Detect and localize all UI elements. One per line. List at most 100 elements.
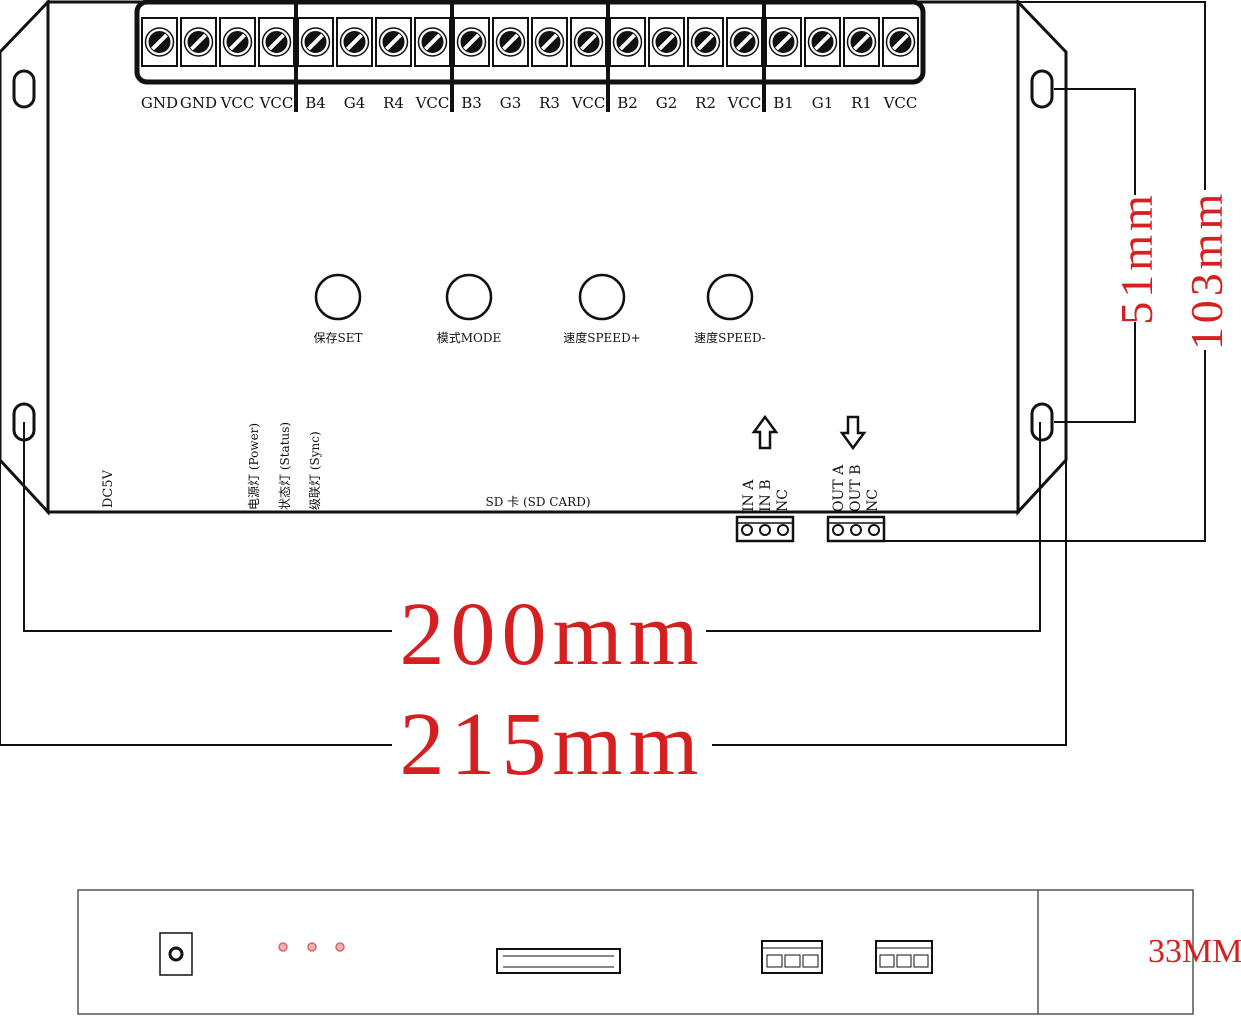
input-port-label: IN B — [758, 479, 774, 512]
button-2: 速度SPEED+ — [563, 273, 641, 345]
terminal-label: B4 — [305, 94, 326, 112]
dc-jack — [159, 932, 193, 976]
sd-card-slot — [496, 948, 621, 974]
terminal-15 — [726, 17, 763, 67]
dimension-200mm: 200mm — [399, 585, 704, 684]
terminal-11 — [570, 17, 607, 67]
terminal-label: R2 — [695, 94, 716, 112]
connector-screw-icon — [832, 524, 844, 536]
connector-screw-icon — [741, 524, 753, 536]
dimension-line-103 — [1018, 1, 1206, 190]
terminal-0 — [141, 17, 178, 67]
terminal-10 — [531, 17, 568, 67]
button-label: 速度SPEED+ — [563, 330, 641, 345]
sync-led-label: 级联灯 (Sync) — [308, 431, 322, 510]
terminal-16 — [765, 17, 802, 67]
terminal-7 — [414, 17, 451, 67]
indicator-leds — [278, 942, 345, 952]
side-output-connector — [875, 940, 933, 974]
dimension-line-200 — [706, 422, 1041, 632]
terminal-label: B1 — [773, 94, 794, 112]
push-button-icon — [314, 273, 362, 321]
input-connector — [735, 515, 795, 543]
dimension-line-51 — [1054, 88, 1136, 195]
dimension-line-200 — [23, 422, 392, 632]
mounting-slot-icon — [1030, 402, 1054, 442]
connector-screw-icon — [759, 524, 771, 536]
push-button-icon — [706, 273, 754, 321]
enclosure-side-view — [77, 889, 1194, 1015]
dc-input-label: DC5V — [101, 469, 116, 508]
terminal-label: R4 — [383, 94, 404, 112]
terminal-8 — [453, 17, 490, 67]
connector-screw-icon — [850, 524, 862, 536]
arrow-up-icon — [751, 414, 779, 450]
terminal-block — [134, 0, 926, 112]
terminal-6 — [375, 17, 412, 67]
mounting-slot-icon — [12, 69, 36, 109]
terminal-4 — [297, 17, 334, 67]
dimension-line-215 — [0, 460, 392, 746]
terminal-label: GND — [141, 94, 178, 112]
output-connector — [826, 515, 886, 543]
terminal-label: G4 — [344, 94, 366, 112]
led-icon — [335, 942, 345, 952]
button-label: 保存SET — [314, 331, 363, 345]
terminal-12 — [609, 17, 646, 67]
terminal-label: VCC — [727, 94, 762, 112]
dimension-33mm: 33MM — [1148, 933, 1241, 970]
terminal-label: R3 — [539, 94, 560, 112]
button-label: 速度SPEED- — [694, 330, 766, 345]
push-button-icon — [578, 273, 626, 321]
terminal-label: VCC — [883, 94, 918, 112]
input-port-label: IN A — [741, 479, 757, 512]
terminal-19 — [882, 17, 919, 67]
terminal-label: G2 — [656, 94, 678, 112]
terminal-17 — [804, 17, 841, 67]
arrow-down-icon — [839, 415, 867, 451]
input-port-label: NC — [775, 489, 791, 512]
mounting-slot-icon — [1030, 69, 1054, 109]
mounting-slots — [12, 69, 1054, 442]
terminal-label: VCC — [415, 94, 450, 112]
dimension-line-103 — [884, 350, 1206, 542]
terminal-13 — [648, 17, 685, 67]
terminal-label: B2 — [617, 94, 638, 112]
terminal-label: G1 — [812, 94, 834, 112]
output-port-label: NC — [865, 489, 881, 512]
terminal-1 — [180, 17, 217, 67]
led-icon — [307, 942, 317, 952]
terminal-14 — [687, 17, 724, 67]
terminal-5 — [336, 17, 373, 67]
push-button-icon — [445, 273, 493, 321]
output-port-label: OUT A — [831, 464, 847, 512]
terminal-label: G3 — [500, 94, 522, 112]
button-label: 模式MODE — [437, 331, 502, 345]
status-led-label: 状态灯 (Status) — [278, 422, 292, 510]
connector-screw-icon — [777, 524, 789, 536]
dimension-51mm: 51mm — [1111, 191, 1162, 325]
terminal-label: GND — [180, 94, 217, 112]
sd-card-label: SD 卡 (SD CARD) — [486, 495, 591, 509]
control-buttons: 保存SET 模式MODE 速度SPEED+ 速度SPEED- — [314, 273, 766, 345]
power-led-label: 电源灯 (Power) — [247, 423, 261, 510]
button-1: 模式MODE — [437, 273, 502, 345]
terminal-3 — [258, 17, 295, 67]
dimension-lines — [0, 1, 1206, 746]
dc-jack-icon — [168, 946, 184, 962]
side-input-connector — [761, 940, 823, 974]
terminal-label: B3 — [461, 94, 482, 112]
side-view-body — [77, 889, 1194, 1015]
led-icon — [278, 942, 288, 952]
dimension-103mm: 103mm — [1181, 190, 1232, 351]
terminal-9 — [492, 17, 529, 67]
right-flange — [1016, 0, 1068, 516]
button-0: 保存SET — [314, 273, 363, 345]
terminal-label: VCC — [571, 94, 606, 112]
dimension-line-51 — [1054, 322, 1136, 423]
terminal-label: R1 — [851, 94, 872, 112]
dimension-215mm: 215mm — [399, 695, 704, 794]
